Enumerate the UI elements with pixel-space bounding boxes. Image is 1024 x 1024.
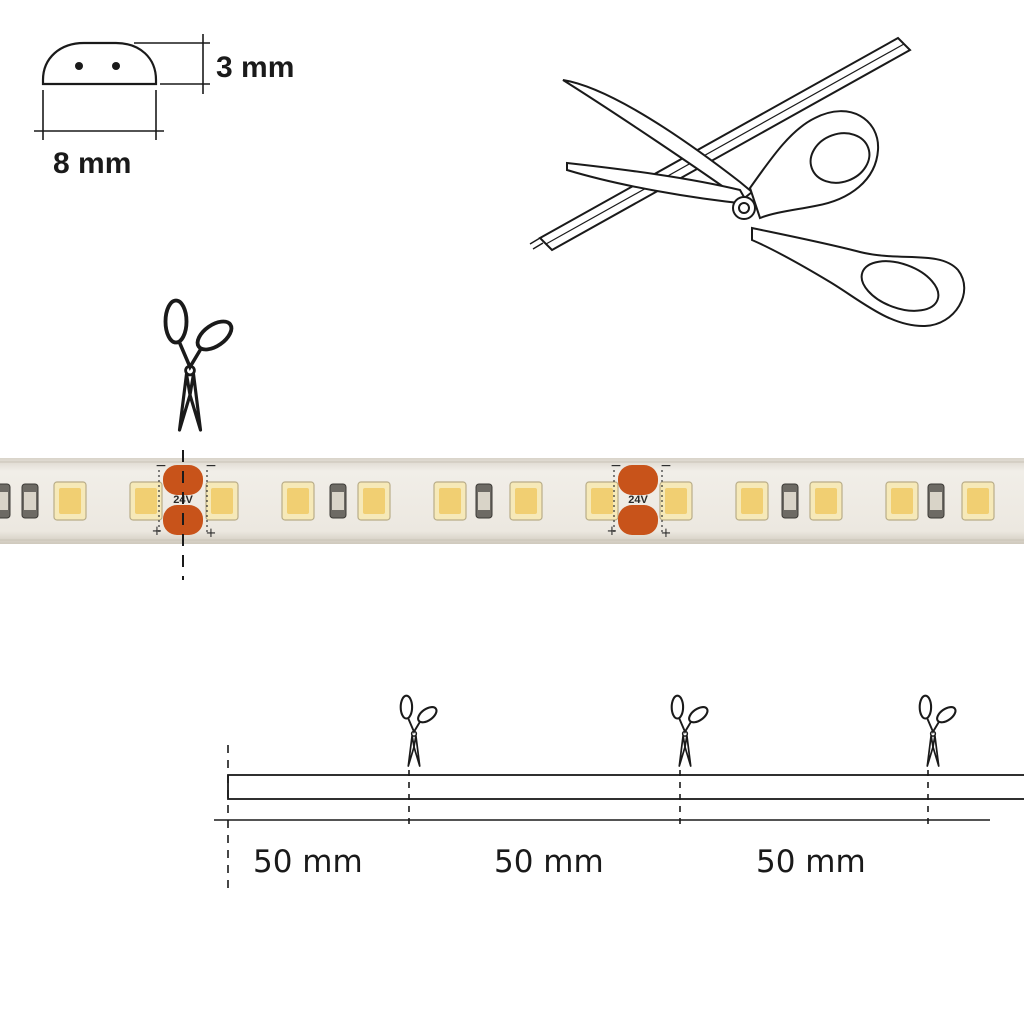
led-emitter xyxy=(891,488,913,514)
segment-length-label: 50 mm xyxy=(756,844,866,880)
segment-length-label: 50 mm xyxy=(253,844,363,880)
segment-scale: 50 mm 50 mm 50 mm xyxy=(214,694,1024,890)
polarity-plus: + xyxy=(607,524,618,539)
polarity-minus: − xyxy=(610,458,622,474)
resistor-marking xyxy=(24,492,36,510)
led-emitter xyxy=(135,488,157,514)
profile-height-label: 3 mm xyxy=(216,51,294,84)
copper-pad xyxy=(618,465,658,495)
polarity-minus: − xyxy=(205,458,217,474)
polarity-plus: + xyxy=(152,524,163,539)
led-emitter xyxy=(967,488,989,514)
polarity-minus: − xyxy=(155,458,167,474)
scissors-icon xyxy=(670,694,712,768)
polarity-minus: − xyxy=(660,458,672,474)
polarity-plus: + xyxy=(206,526,217,541)
led-emitter xyxy=(665,488,687,514)
profile-width-label: 8 mm xyxy=(53,147,131,180)
led-emitter xyxy=(515,488,537,514)
led-emitter xyxy=(287,488,309,514)
cutting-scissors-illustration xyxy=(529,36,966,328)
profile-wire-dot xyxy=(75,62,83,70)
scissors-icon xyxy=(163,298,239,432)
resistor-marking xyxy=(0,492,8,510)
led-emitter xyxy=(439,488,461,514)
segment-length-label: 50 mm xyxy=(494,844,604,880)
led-emitter xyxy=(741,488,763,514)
profile-outline xyxy=(41,41,158,86)
voltage-marking: 24V xyxy=(628,494,648,506)
scissors-icon xyxy=(399,694,441,768)
resistor-marking xyxy=(332,492,344,510)
led-emitter xyxy=(815,488,837,514)
led-emitter xyxy=(211,488,233,514)
scissors-icon xyxy=(918,694,960,768)
led-strip: 24V−−++24V−−++ xyxy=(0,458,1024,544)
strip-outline xyxy=(227,774,1024,800)
profile-wire-dot xyxy=(112,62,120,70)
copper-pad xyxy=(618,505,658,535)
resistor-marking xyxy=(784,492,796,510)
profile-cross-section: 3 mm 8 mm xyxy=(34,34,294,180)
resistor-marking xyxy=(478,492,490,510)
led-emitter xyxy=(59,488,81,514)
resistor-marking xyxy=(930,492,942,510)
led-emitter xyxy=(591,488,613,514)
polarity-plus: + xyxy=(661,526,672,541)
led-emitter xyxy=(363,488,385,514)
